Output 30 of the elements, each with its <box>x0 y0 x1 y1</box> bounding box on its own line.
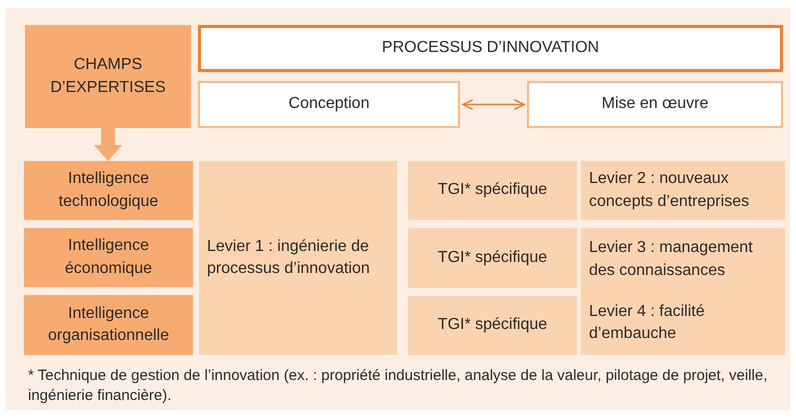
box-text: Levier 4 : facilité d’embauche <box>589 302 706 344</box>
text-box <box>581 228 785 355</box>
box-text: CHAMPS D’EXPERTISES <box>49 55 167 98</box>
box-text: Mise en œuvre <box>602 94 708 114</box>
footnote: * Technique de gestion de l’innovation (ex. : propriété industrielle, analyse de la valeur, pilotage de projet, veille, ingénierie financière). <box>28 366 768 406</box>
box-text: Conception <box>288 94 370 114</box>
text-box <box>199 161 397 355</box>
text-box <box>527 81 783 128</box>
text-box <box>25 25 191 128</box>
text-box <box>408 161 577 220</box>
box-text: Intelligence organisationnelle <box>47 304 170 346</box>
box-text: Intelligence technologique <box>58 169 160 212</box>
box-text: TGI* spécifique <box>438 315 548 336</box>
box-text: Levier 2 : nouveaux concepts d’entreprises <box>589 169 750 212</box>
text-box <box>198 81 460 128</box>
box-text: TGI* spécifique <box>438 180 548 200</box>
box-text: Levier 3 : management des connaissances <box>589 238 754 281</box>
text-box <box>581 161 785 220</box>
text-box <box>24 161 193 220</box>
arrow <box>462 98 525 110</box>
text-box <box>198 25 783 72</box>
box-text: TGI* spécifique <box>438 248 548 268</box>
arrow <box>94 128 122 161</box>
text-box <box>24 228 193 287</box>
box-text: Levier 1 : ingénierie de processus d’innovation <box>207 236 371 279</box>
text-box <box>24 295 193 355</box>
box-text: PROCESSUS D’INNOVATION <box>382 38 600 58</box>
box-text: Intelligence économique <box>64 236 154 278</box>
text-box <box>408 228 577 288</box>
text-box <box>408 296 577 355</box>
